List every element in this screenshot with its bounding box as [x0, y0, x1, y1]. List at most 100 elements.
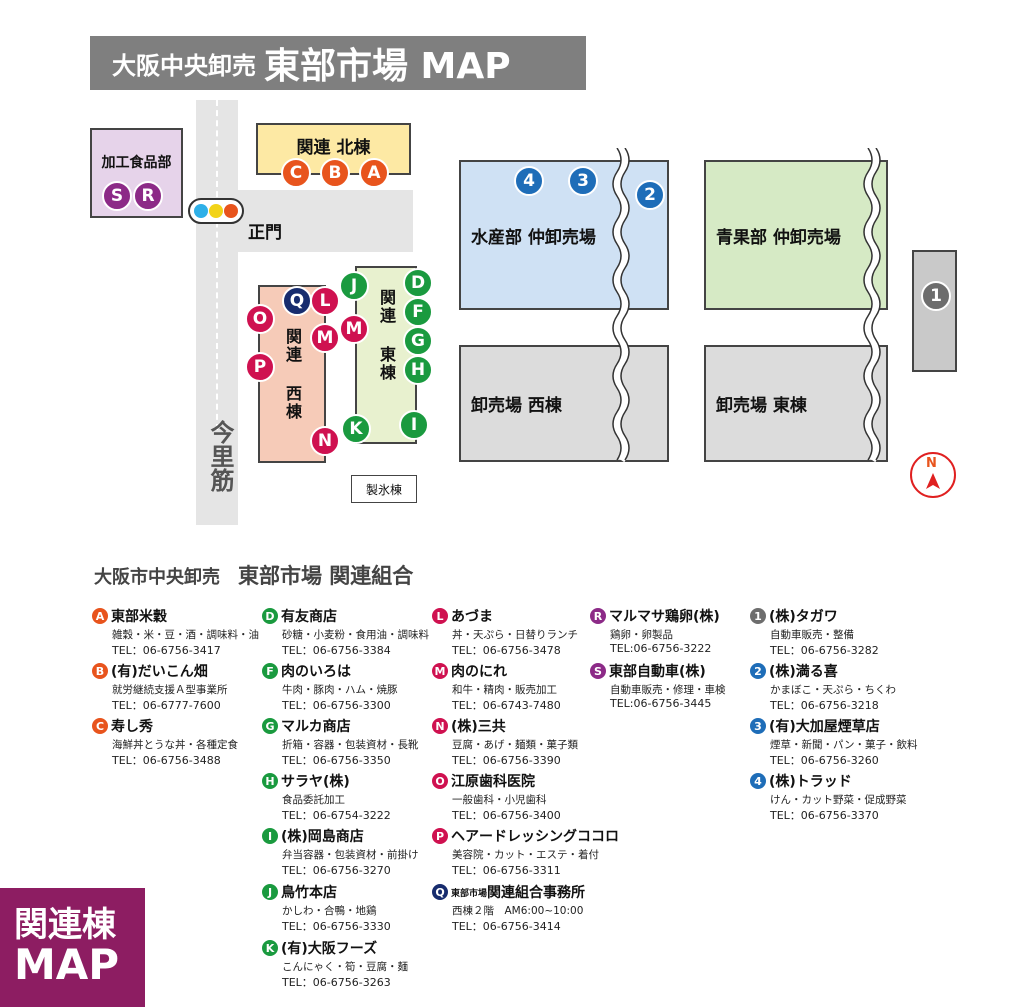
building-west-label: 関連 西棟 — [283, 327, 302, 421]
directory-title-prefix: 大阪市中央卸売 — [94, 567, 220, 588]
entry-f-desc: 牛肉・豚肉・ハム・焼豚 — [282, 684, 398, 696]
entry-3-badge: 3 — [750, 718, 766, 734]
marker-j[interactable]: J — [339, 271, 369, 301]
entry-r-tel: TEL:06-6756-3222 — [610, 642, 712, 655]
marker-i[interactable]: I — [399, 410, 429, 440]
marker-m[interactable]: M — [310, 323, 340, 353]
entry-i-name: (株)岡島商店 — [281, 829, 364, 845]
entry-f-name: 肉のいろは — [281, 664, 351, 680]
marker-1[interactable]: 1 — [921, 281, 951, 311]
marker-q[interactable]: Q — [282, 286, 312, 316]
break-line-seika — [863, 148, 881, 463]
entry-1-desc: 自動車販売・整備 — [770, 629, 854, 641]
building-oroshi-west-label: 卸売場 西棟 — [471, 396, 562, 416]
building-ice-label: 製氷棟 — [365, 482, 402, 497]
building-seika-label: 青果部 仲卸売場 — [716, 227, 841, 248]
entry-j-badge: J — [262, 884, 278, 900]
entry-1-badge: 1 — [750, 608, 766, 624]
building-ice: 製氷棟 — [351, 475, 417, 503]
entry-s-name: 東部自動車(株) — [609, 664, 706, 680]
marker-2[interactable]: 2 — [635, 180, 665, 210]
marker-p[interactable]: P — [245, 352, 275, 382]
building-east-label: 関連 東棟 — [377, 288, 396, 382]
entry-k-tel: TEL：06-6756-3263 — [282, 976, 391, 989]
entry-3-name: (有)大加屋煙草店 — [769, 719, 880, 735]
entry-a-desc: 雑穀・米・豆・酒・調味料・油 — [112, 629, 259, 641]
marker-h[interactable]: H — [403, 355, 433, 385]
corner-label-line2: MAP — [14, 940, 120, 990]
marker-4[interactable]: 4 — [514, 166, 544, 196]
entry-p-tel: TEL：06-6756-3311 — [452, 864, 561, 877]
break-line-suisan — [612, 148, 630, 463]
entry-4-tel: TEL：06-6756-3370 — [770, 809, 879, 822]
entry-r-desc: 鶏卵・卵製品 — [610, 629, 673, 641]
traffic-light-icon — [188, 198, 244, 224]
marker-b[interactable]: B — [320, 158, 350, 188]
directory-entry-4: 4(株)トラッド けん・カット野菜・促成野菜 TEL：06-6756-3370 — [750, 771, 930, 823]
entry-n-badge: N — [432, 718, 448, 734]
marker-r[interactable]: R — [133, 181, 163, 211]
marker-d[interactable]: D — [403, 268, 433, 298]
entry-g-name: マルカ商店 — [281, 719, 351, 735]
entry-a-tel: TEL：06-6756-3417 — [112, 644, 221, 657]
marker-g[interactable]: G — [403, 326, 433, 356]
marker-c[interactable]: C — [281, 158, 311, 188]
entry-q-badge: Q — [432, 884, 448, 900]
entry-i-tel: TEL：06-6756-3270 — [282, 864, 391, 877]
entry-c-name: 寿し秀 — [111, 719, 153, 735]
entry-o-desc: 一般歯科・小児歯科 — [452, 794, 547, 806]
entry-b-name: (有)だいこん畑 — [111, 664, 208, 680]
building-suisan-label: 水産部 仲卸売場 — [471, 227, 596, 248]
marker-l[interactable]: L — [310, 286, 340, 316]
entry-n-name: (株)三共 — [451, 719, 506, 735]
marker-a[interactable]: A — [359, 158, 389, 188]
building-oroshi-west: 卸売場 西棟 — [459, 345, 669, 462]
marker-k[interactable]: K — [341, 414, 371, 444]
entry-d-desc: 砂糖・小麦粉・食用油・調味料 — [282, 629, 429, 641]
entry-j-tel: TEL：06-6756-3330 — [282, 920, 391, 933]
entry-m-tel: TEL：06-6743-7480 — [452, 699, 561, 712]
entry-n-tel: TEL：06-6756-3390 — [452, 754, 561, 767]
entry-k-badge: K — [262, 940, 278, 956]
building-suisan: 水産部 仲卸売場 — [459, 160, 669, 310]
entry-1-tel: TEL：06-6756-3282 — [770, 644, 879, 657]
entry-j-desc: かしわ・合鴨・地鶏 — [282, 905, 377, 917]
entry-l-badge: L — [432, 608, 448, 624]
north-arrow-icon: N — [910, 452, 956, 498]
marker-s[interactable]: S — [102, 181, 132, 211]
entry-m-name: 肉のにれ — [451, 664, 507, 680]
entry-3-tel: TEL：06-6756-3260 — [770, 754, 879, 767]
marker-m2[interactable]: M — [339, 314, 369, 344]
corner-label: 関連棟 MAP — [0, 888, 145, 1007]
building-north-label: 関連 北棟 — [296, 138, 371, 158]
entry-r-name: マルマサ鶏卵(株) — [609, 609, 720, 625]
marker-f[interactable]: F — [403, 297, 433, 327]
marker-3[interactable]: 3 — [568, 166, 598, 196]
marker-o[interactable]: O — [245, 304, 275, 334]
marker-n[interactable]: N — [310, 426, 340, 456]
entry-h-desc: 食品委託加工 — [282, 794, 345, 806]
entry-m-badge: M — [432, 663, 448, 679]
entry-h-tel: TEL：06-6754-3222 — [282, 809, 391, 822]
entry-2-badge: 2 — [750, 663, 766, 679]
directory-entry-n: N(株)三共 豆腐・あげ・麺類・菓子類 TEL：06-6756-3390 — [432, 716, 612, 768]
entry-c-desc: 海鮮丼とうな丼・各種定食 — [112, 739, 238, 751]
entry-o-name: 江原歯科医院 — [451, 774, 535, 790]
entry-c-badge: C — [92, 718, 108, 734]
entry-o-tel: TEL：06-6756-3400 — [452, 809, 561, 822]
entry-1-name: (株)タガワ — [769, 609, 838, 625]
building-seika: 青果部 仲卸売場 — [704, 160, 888, 310]
entry-g-tel: TEL：06-6756-3350 — [282, 754, 391, 767]
directory-entry-i: I(株)岡島商店 弁当容器・包装資材・前掛け TEL：06-6756-3270 — [262, 826, 442, 878]
entry-4-badge: 4 — [750, 773, 766, 789]
gate-label: 正門 — [248, 223, 282, 243]
entry-p-badge: P — [432, 828, 448, 844]
entry-d-badge: D — [262, 608, 278, 624]
